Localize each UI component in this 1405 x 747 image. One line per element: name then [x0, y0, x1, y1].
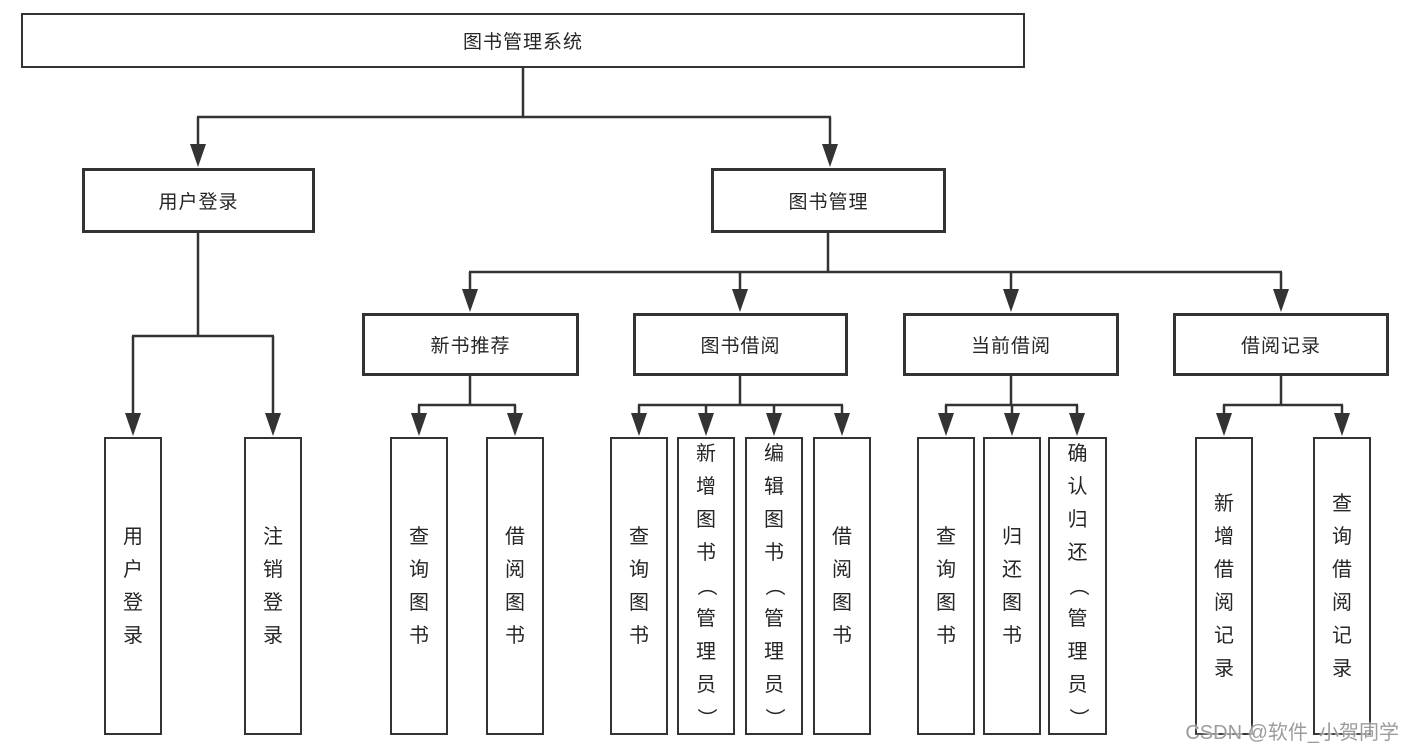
- leaf-edit-books-admin-label: 编辑图书（管理员）: [763, 443, 785, 728]
- node-current-borrowing: 当前借阅: [903, 313, 1119, 376]
- leaf-logout-label: 注销登录: [263, 525, 283, 647]
- node-book-management: 图书管理: [711, 168, 946, 233]
- node-book-borrowing: 图书借阅: [633, 313, 848, 376]
- node-user-login-label: 用户登录: [158, 192, 239, 213]
- leaf-current-query-books-label: 查询图书: [936, 525, 956, 647]
- leaf-user-login-label: 用户登录: [123, 525, 143, 647]
- leaf-confirm-return-admin-label: 确认归还（管理员）: [1066, 443, 1089, 728]
- leaf-query-borrow-record: 查询借阅记录: [1313, 437, 1371, 735]
- leaf-newrec-query-books-label: 查询图书: [409, 525, 429, 647]
- csdn-watermark: CSDN @软件_小贺同学: [1185, 722, 1399, 744]
- leaf-query-borrow-record-label: 查询借阅记录: [1332, 492, 1352, 680]
- leaf-add-borrow-record-label: 新增借阅记录: [1214, 492, 1234, 680]
- leaf-edit-books-admin: 编辑图书（管理员）: [745, 437, 803, 735]
- node-user-login: 用户登录: [82, 168, 315, 233]
- leaf-add-borrow-record: 新增借阅记录: [1195, 437, 1253, 735]
- node-current-borrowing-label: 当前借阅: [970, 336, 1051, 357]
- node-borrowing-records: 借阅记录: [1173, 313, 1389, 376]
- leaf-user-login: 用户登录: [104, 437, 162, 735]
- leaf-add-books-admin-label: 新增图书（管理员）: [695, 443, 717, 728]
- leaf-return-books-label: 归还图书: [1002, 525, 1022, 647]
- leaf-borrow-borrow-books: 借阅图书: [813, 437, 871, 735]
- leaf-newrec-query-books: 查询图书: [390, 437, 448, 735]
- leaf-newrec-borrow-books-label: 借阅图书: [505, 525, 525, 647]
- node-borrowing-records-label: 借阅记录: [1240, 336, 1321, 357]
- node-book-borrowing-label: 图书借阅: [700, 336, 781, 357]
- leaf-return-books: 归还图书: [983, 437, 1041, 735]
- leaf-borrow-borrow-books-label: 借阅图书: [832, 525, 852, 647]
- leaf-add-books-admin: 新增图书（管理员）: [677, 437, 735, 735]
- leaf-current-query-books: 查询图书: [917, 437, 975, 735]
- node-book-management-label: 图书管理: [788, 192, 869, 213]
- node-new-book-recommend: 新书推荐: [362, 313, 579, 376]
- node-library-system-label: 图书管理系统: [462, 32, 583, 53]
- node-library-system: 图书管理系统: [21, 13, 1025, 68]
- leaf-confirm-return-admin: 确认归还（管理员）: [1048, 437, 1107, 735]
- arrowheads: [125, 144, 1350, 436]
- node-new-book-recommend-label: 新书推荐: [430, 336, 511, 357]
- leaf-borrow-query-books-label: 查询图书: [629, 525, 649, 647]
- leaf-newrec-borrow-books: 借阅图书: [486, 437, 544, 735]
- leaf-borrow-query-books: 查询图书: [610, 437, 668, 735]
- leaf-logout: 注销登录: [244, 437, 302, 735]
